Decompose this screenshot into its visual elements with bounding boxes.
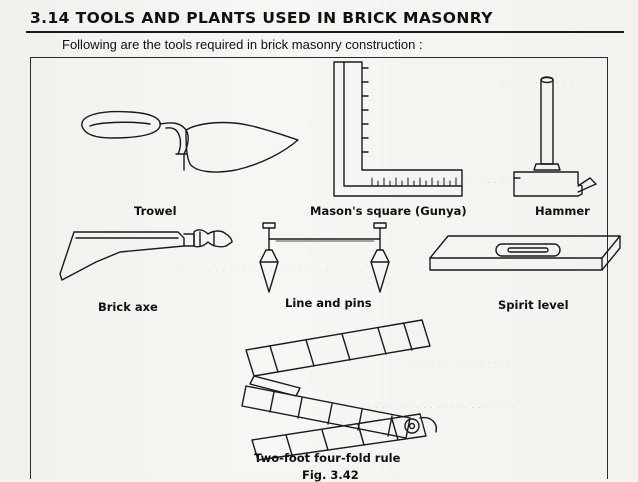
hammer-caption: Hammer <box>535 204 590 218</box>
brick-axe-icon <box>59 229 233 281</box>
masons-square-caption: Mason's square (Gunya) <box>310 204 467 218</box>
hammer-icon <box>513 76 597 197</box>
brick-axe-caption: Brick axe <box>98 300 158 314</box>
heading-underline <box>26 31 624 33</box>
intro-text: Following are the tools required in bric… <box>62 37 423 52</box>
line-and-pins-icon <box>259 222 390 293</box>
line-and-pins-caption: Line and pins <box>285 296 372 310</box>
spirit-level-caption: Spirit level <box>498 298 569 312</box>
masons-square-icon <box>333 61 463 197</box>
trowel-caption: Trowel <box>134 204 177 218</box>
folding-rule-caption: Two-foot four-fold rule <box>254 451 401 465</box>
folding-rule-icon <box>241 319 437 461</box>
spirit-level-icon <box>429 235 621 271</box>
section-heading: 3.14 TOOLS AND PLANTS USED IN BRICK MASO… <box>30 9 493 27</box>
figure-label: Fig. 3.42 <box>302 468 359 482</box>
trowel-icon <box>81 110 299 173</box>
